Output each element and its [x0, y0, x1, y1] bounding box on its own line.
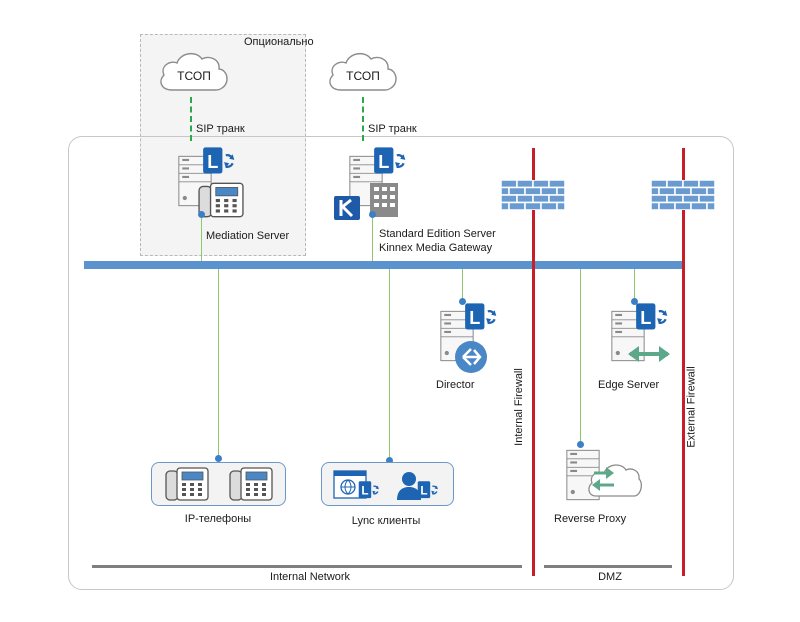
director-icon: [455, 341, 487, 373]
pstn-cloud-label: ТСОП: [177, 69, 211, 83]
connection-dot: [631, 298, 638, 305]
sip-trunk-label: SIP транк: [196, 123, 245, 135]
lync-icon: [417, 480, 439, 499]
connection-dot: [198, 211, 205, 218]
lync-icon: [464, 302, 498, 331]
network-link: [218, 269, 219, 457]
external-firewall-line: [682, 148, 685, 576]
lync-icon: [373, 146, 407, 175]
ip-phone-icon: [165, 467, 209, 501]
connection-dot: [386, 457, 393, 464]
network-link: [634, 269, 635, 301]
ip-phone-icon: [229, 467, 273, 501]
lync-icon: [635, 302, 669, 331]
ip-phone-icon: [198, 182, 244, 218]
external-firewall-label: External Firewall: [686, 366, 698, 448]
mediation-server-label: Mediation Server: [206, 230, 290, 242]
pstn-cloud-icon: [329, 52, 397, 91]
sip-trunk-label: SIP транк: [368, 123, 417, 135]
bidirectional-arrow-icon: [628, 346, 670, 362]
lync-clients-label: Lync клиенты: [351, 515, 421, 527]
network-link: [372, 218, 373, 261]
dmz-label: DMZ: [598, 571, 622, 583]
sip-trunk-link: [190, 97, 192, 141]
reverse-proxy-label: Reverse Proxy: [554, 513, 627, 525]
edge-server-label: Edge Server: [598, 379, 660, 391]
connection-dot: [577, 441, 584, 448]
network-frame: [68, 136, 734, 590]
network-link: [389, 269, 390, 459]
pstn-cloud-icon: [160, 52, 228, 91]
internal-network-zone-bar: [92, 565, 522, 568]
internal-firewall-label: Internal Firewall: [512, 368, 525, 446]
optional-zone-label: Опционально: [244, 36, 314, 48]
internal-network-label: Internal Network: [269, 571, 351, 583]
standard-edition-server-label: Standard Edition Server: [379, 228, 496, 240]
internal-firewall-icon: [501, 180, 565, 210]
director-label: Director: [436, 379, 475, 391]
connection-dot: [215, 455, 222, 462]
lync-icon: [202, 146, 236, 175]
network-backbone: [84, 261, 682, 269]
dmz-zone-bar: [544, 565, 672, 568]
reverse-proxy-cloud-icon: [588, 464, 642, 497]
external-firewall-icon: [651, 180, 715, 210]
connection-dot: [369, 211, 376, 218]
ip-phones-label: IP-телефоны: [184, 513, 252, 525]
network-link: [580, 269, 581, 444]
network-link: [201, 218, 202, 261]
lync-icon: [358, 480, 380, 499]
kinnex-gateway-label: Kinnex Media Gateway: [379, 242, 493, 254]
kinnex-logo-icon: [334, 196, 360, 220]
network-link: [462, 269, 463, 301]
user-icon: [397, 472, 421, 500]
connection-dot: [459, 298, 466, 305]
internal-firewall-line: [532, 148, 535, 576]
pstn-cloud-label: ТСОП: [346, 69, 380, 83]
sip-trunk-link: [362, 97, 364, 141]
